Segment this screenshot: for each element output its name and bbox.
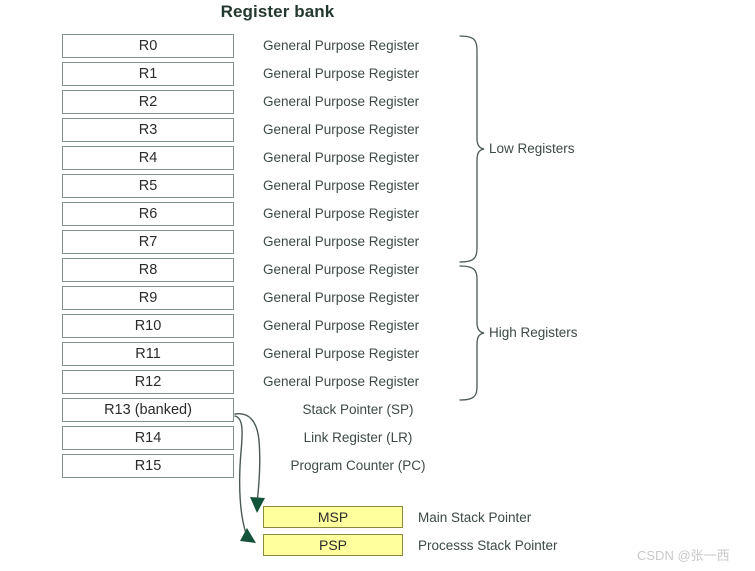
- register-description-r1: General Purpose Register: [263, 66, 420, 81]
- register-description-r8: General Purpose Register: [263, 262, 420, 277]
- register-box-r2: R2: [62, 90, 234, 114]
- register-description-r9: General Purpose Register: [263, 290, 420, 305]
- register-box-r15: R15: [62, 454, 234, 478]
- register-description-r3: General Purpose Register: [263, 122, 420, 137]
- group-label-high-registers: High Registers: [489, 325, 578, 340]
- brace-high-registers: [459, 265, 485, 401]
- register-description-r5: General Purpose Register: [263, 178, 420, 193]
- register-box-r8: R8: [62, 258, 234, 282]
- register-description-r14: Link Register (LR): [303, 430, 413, 445]
- register-description-r6: General Purpose Register: [263, 206, 420, 221]
- stack-pointer-label-psp: Processs Stack Pointer: [418, 538, 558, 553]
- brace-low-registers: [459, 35, 485, 263]
- stack-pointer-label-msp: Main Stack Pointer: [418, 510, 532, 525]
- stack-pointer-box-psp: PSP: [263, 534, 403, 556]
- arrow-r13-to-psp-line: [234, 415, 248, 537]
- register-description-r13: Stack Pointer (SP): [302, 402, 414, 417]
- register-description-r11: General Purpose Register: [263, 346, 420, 361]
- register-description-r15: Program Counter (PC): [290, 458, 426, 473]
- register-box-r0: R0: [62, 34, 234, 58]
- register-box-r5: R5: [62, 174, 234, 198]
- group-label-low-registers: Low Registers: [489, 141, 575, 156]
- arrow-r13-to-psp-head: [240, 528, 256, 543]
- page-title: Register bank: [220, 2, 335, 21]
- register-box-r7: R7: [62, 230, 234, 254]
- register-description-r10: General Purpose Register: [263, 318, 420, 333]
- register-description-r4: General Purpose Register: [263, 150, 420, 165]
- register-description-r0: General Purpose Register: [263, 38, 420, 53]
- register-box-r12: R12: [62, 370, 234, 394]
- register-description-r7: General Purpose Register: [263, 234, 420, 249]
- stack-pointer-box-msp: MSP: [263, 506, 403, 528]
- register-description-r2: General Purpose Register: [263, 94, 420, 109]
- register-box-r11: R11: [62, 342, 234, 366]
- register-box-r1: R1: [62, 62, 234, 86]
- register-description-r12: General Purpose Register: [263, 374, 420, 389]
- register-box-r3: R3: [62, 118, 234, 142]
- register-box-r14: R14: [62, 426, 234, 450]
- watermark: CSDN @张一西: [637, 548, 730, 563]
- register-box-r10: R10: [62, 314, 234, 338]
- register-box-r4: R4: [62, 146, 234, 170]
- arrow-r13-to-msp-line: [234, 413, 261, 504]
- register-box-r13: R13 (banked): [62, 398, 234, 422]
- register-box-r9: R9: [62, 286, 234, 310]
- register-box-r6: R6: [62, 202, 234, 226]
